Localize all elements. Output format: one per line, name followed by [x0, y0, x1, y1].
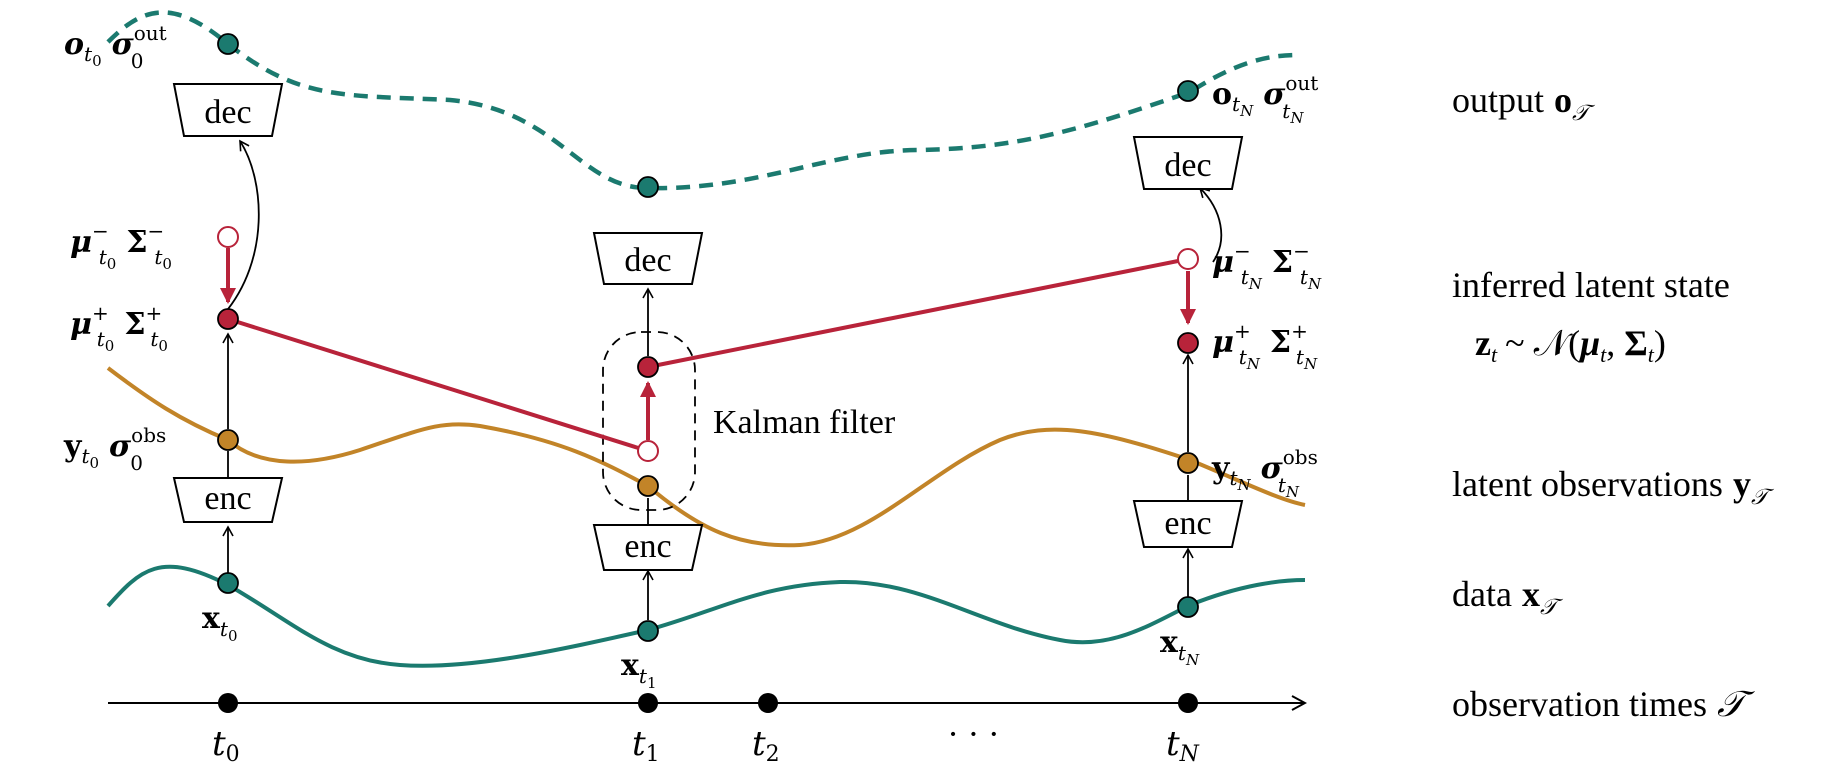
time-tick-t1: t1 — [632, 724, 660, 767]
dec-box-tN — [1132, 136, 1244, 190]
arrow-mu-to-dec-t0 — [223, 139, 260, 315]
enc-box-t1 — [592, 524, 704, 571]
data-curve — [106, 564, 1306, 668]
kalman-filter-label: Kalman filter — [713, 404, 896, 441]
ellipsis: · · · — [948, 715, 999, 753]
dec-label-tN: dec — [1164, 147, 1211, 184]
dec-box-t1 — [592, 232, 704, 285]
row-label-inferred: inferred latent state — [1452, 265, 1730, 305]
label-mu-plus-t0: μ+t0Σ+t0 — [70, 301, 168, 355]
label-mu-minus-tN: μ−tNΣ−tN — [1212, 239, 1322, 293]
arrow-mu-to-dec-tN — [1198, 186, 1223, 263]
node-y-t1 — [637, 475, 659, 497]
node-mu-minus-tN — [1177, 248, 1199, 270]
time-tick-t2: t2 — [752, 724, 780, 767]
label-x-tN: xtN — [1160, 625, 1200, 669]
row-label-inferred-formula: zt~ 𝒩(μt, Σt) — [1475, 323, 1666, 367]
label-x-t0: xt0 — [202, 601, 237, 645]
enc-box-tN — [1132, 500, 1244, 548]
node-x-t0 — [217, 572, 239, 594]
label-x-t1: xt1 — [621, 648, 656, 692]
enc-label-t0: enc — [204, 480, 251, 517]
label-mu-plus-tN: μ+tNΣ+tN — [1212, 319, 1318, 373]
kalman-filter-box — [602, 331, 696, 511]
enc-label-t1: enc — [624, 528, 671, 565]
enc-label-tN: enc — [1164, 505, 1211, 542]
node-y-t0 — [217, 429, 239, 451]
node-x-tN — [1177, 596, 1199, 618]
enc-box-t0 — [172, 477, 284, 523]
node-y-tN — [1177, 452, 1199, 474]
output-curve — [106, 10, 1301, 191]
dec-box-t0 — [172, 83, 284, 137]
node-mu-plus-t0 — [217, 308, 239, 330]
time-dot-tN — [1178, 693, 1198, 713]
dec-label-t0: dec — [204, 94, 251, 131]
node-mu-plus-tN — [1177, 332, 1199, 354]
node-mu-plus-t1 — [637, 356, 659, 378]
filter-link-t1-to-tN — [647, 257, 1189, 369]
node-x-t1 — [637, 620, 659, 642]
node-mu-minus-t1 — [637, 440, 659, 462]
time-dot-t0 — [218, 693, 238, 713]
time-tick-t0: t0 — [212, 724, 240, 767]
dec-label-t1: dec — [624, 242, 671, 279]
node-o-t0 — [217, 33, 239, 55]
time-dot-t1 — [638, 693, 658, 713]
filter-link-t0-to-t1 — [227, 317, 649, 453]
time-tick-tN: tN — [1166, 724, 1200, 767]
node-mu-minus-t0 — [217, 226, 239, 248]
label-mu-minus-t0: μ−t0Σ−t0 — [70, 219, 172, 273]
latent-observation-curve — [106, 366, 1306, 548]
time-dot-t2 — [758, 693, 778, 713]
node-o-t1 — [637, 176, 659, 198]
node-o-tN — [1177, 80, 1199, 102]
